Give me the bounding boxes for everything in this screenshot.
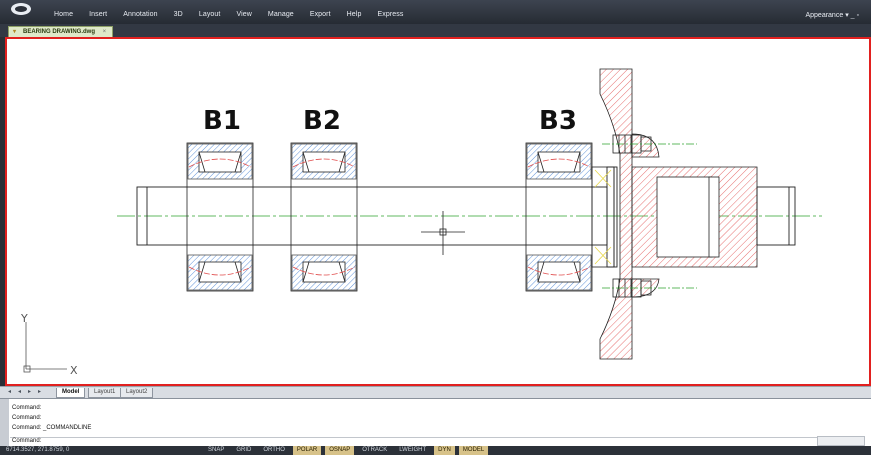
label-b3: B3 xyxy=(539,106,577,136)
status-bar: 6714.3527, 271.8759, 0 SNAP GRID ORTHO POLA… xyxy=(0,446,871,455)
label-b1: B1 xyxy=(203,106,241,136)
command-input[interactable]: Command: xyxy=(10,437,818,446)
tab-layout2[interactable]: Layout2 xyxy=(120,388,154,398)
tab-layout1[interactable]: Layout1 xyxy=(88,388,122,398)
next-tab-icon[interactable]: ▸ xyxy=(28,389,32,395)
ucs-x-label: X xyxy=(70,364,78,377)
bearing-b2 xyxy=(290,142,358,292)
toggle-osnap[interactable]: OSNAP xyxy=(325,446,355,455)
ucs-icon xyxy=(23,322,67,373)
toggle-grid[interactable]: GRID xyxy=(236,447,252,453)
command-window-grip[interactable] xyxy=(0,399,9,447)
flange-section xyxy=(599,68,758,360)
menu-item-view[interactable]: View xyxy=(236,11,252,18)
application-logo-icon[interactable] xyxy=(10,2,32,20)
menu-item-export[interactable]: Export xyxy=(309,11,331,18)
previous-tab-icon[interactable]: ◂ xyxy=(18,389,22,395)
pin-icon: ▾ xyxy=(13,29,17,35)
menu-item-manage[interactable]: Manage xyxy=(267,11,294,18)
coordinate-readout: 6714.3527, 271.8759, 0 xyxy=(6,447,70,453)
appearance-label: Appearance xyxy=(805,12,844,19)
command-prompt: Command: xyxy=(12,438,42,444)
drawing-viewport[interactable]: B1 B2 B3 Y X xyxy=(5,37,871,386)
command-history-line: Command: xyxy=(12,405,42,411)
document-tab-title: BEARING DRAWING.dwg xyxy=(23,29,95,35)
layout-tab-bar: ◂ ◂ ▸ ▸ Model Layout1 Layout2 xyxy=(0,386,871,398)
bearing-b1 xyxy=(186,142,254,292)
restore-icon[interactable]: ▫ xyxy=(856,12,859,19)
menu-item-annotation[interactable]: Annotation xyxy=(123,11,158,18)
command-window: Command: Command: Command: _COMMANDLINE … xyxy=(0,398,871,447)
toggle-model[interactable]: MODEL xyxy=(458,446,489,455)
horizontal-scrollbar[interactable] xyxy=(817,436,865,446)
toggle-lweight[interactable]: LWEIGHT xyxy=(399,447,427,453)
document-tab-strip: ▾ BEARING DRAWING.dwg × xyxy=(0,24,871,37)
menu-item-3d[interactable]: 3D xyxy=(173,11,183,18)
ribbon-menu-bar: Home Insert Annotation 3D Layout View Manage Ex… xyxy=(0,0,871,24)
toggle-dyn[interactable]: DYN xyxy=(434,446,455,455)
ucs-y-label: Y xyxy=(20,312,28,325)
last-tab-icon[interactable]: ▸ xyxy=(38,389,42,395)
menu-item-insert[interactable]: Insert xyxy=(89,11,108,18)
spacer xyxy=(591,166,615,268)
menu-item-express[interactable]: Express xyxy=(377,11,404,18)
toggle-otrack[interactable]: OTRACK xyxy=(362,447,388,453)
close-icon[interactable]: × xyxy=(102,29,107,35)
minimize-icon[interactable]: _ xyxy=(850,12,855,19)
drawing-canvas[interactable]: B1 B2 B3 Y X xyxy=(7,39,869,384)
menu-item-home[interactable]: Home xyxy=(54,11,74,18)
shaft xyxy=(136,166,618,268)
toggle-snap[interactable]: SNAP xyxy=(208,447,225,453)
label-b2: B2 xyxy=(303,106,341,136)
output-shaft xyxy=(756,186,796,246)
toggle-polar[interactable]: POLAR xyxy=(292,446,322,455)
document-tab[interactable]: ▾ BEARING DRAWING.dwg × xyxy=(8,26,114,37)
appearance-menu[interactable]: Appearance ▾ _ ▫ xyxy=(805,11,859,19)
menu-item-layout[interactable]: Layout xyxy=(198,11,221,18)
bolts xyxy=(602,134,697,298)
command-history-line: Command: _COMMANDLINE xyxy=(12,425,92,431)
first-tab-icon[interactable]: ◂ xyxy=(8,389,12,395)
crosshair-cursor xyxy=(421,211,465,255)
tab-model[interactable]: Model xyxy=(56,388,86,398)
toggle-ortho[interactable]: ORTHO xyxy=(263,447,285,453)
command-history-line: Command: xyxy=(12,415,42,421)
menu-item-help[interactable]: Help xyxy=(346,11,362,18)
menu-items: Home Insert Annotation 3D Layout View Manage Ex… xyxy=(46,11,411,18)
bearing-b3 xyxy=(525,142,593,292)
chevron-down-icon: ▾ xyxy=(845,12,849,19)
